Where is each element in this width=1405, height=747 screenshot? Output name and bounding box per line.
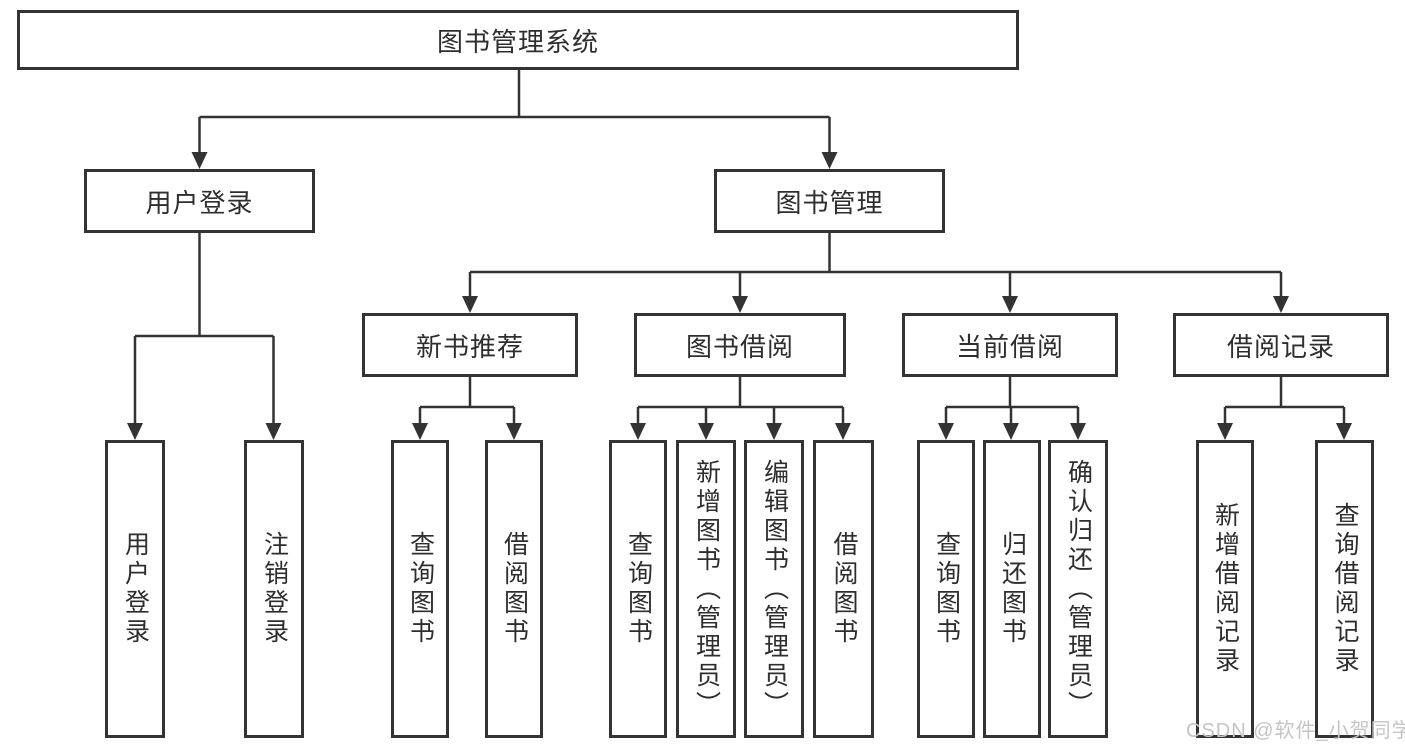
- arrowhead-icon: [1336, 423, 1352, 440]
- arrowhead-icon: [698, 423, 714, 440]
- node-book-borrowing: 图书借阅: [634, 313, 846, 377]
- arrowhead-icon: [506, 423, 522, 440]
- node-book-management: 图书管理: [714, 169, 945, 233]
- arrowhead-icon: [1217, 423, 1233, 440]
- arrowhead-icon: [265, 423, 282, 440]
- arrowhead-icon: [1003, 423, 1019, 440]
- node-label: 注销登录: [260, 531, 289, 647]
- leaf-borrowing-add-book-admin: 新增图书（管理员）: [676, 440, 736, 738]
- node-current-borrowing: 当前借阅: [902, 313, 1118, 377]
- leaf-borrowing-edit-book-admin: 编辑图书（管理员）: [744, 440, 804, 738]
- node-label: 确认归还（管理员）: [1064, 458, 1093, 720]
- leaf-current-return-book: 归还图书: [983, 440, 1041, 738]
- node-label: 查询图书: [932, 531, 961, 647]
- arrowhead-icon: [821, 152, 838, 169]
- node-label: 图书管理系统: [436, 26, 599, 57]
- connector-book-management: [468, 233, 1283, 299]
- leaf-newrec-query-book: 查询图书: [391, 440, 449, 738]
- arrowhead-icon: [1002, 296, 1018, 313]
- node-label: 查询图书: [406, 531, 435, 647]
- arrowhead-icon: [732, 296, 748, 313]
- arrowhead-icon: [1070, 423, 1086, 440]
- connector-book-borrowing: [636, 377, 845, 426]
- arrowhead-icon: [127, 423, 143, 440]
- arrowhead-icon: [938, 423, 954, 440]
- node-label: 图书借阅: [685, 331, 794, 362]
- connector-user-login: [133, 233, 275, 426]
- leaf-logout: 注销登录: [244, 440, 304, 738]
- node-label: 新增图书（管理员）: [692, 458, 721, 720]
- leaf-records-add-record: 新增借阅记录: [1196, 440, 1254, 738]
- node-library-management-system: 图书管理系统: [17, 10, 1019, 70]
- arrowhead-icon: [462, 296, 478, 313]
- node-label: 借阅图书: [830, 531, 858, 647]
- leaf-current-confirm-return-admin: 确认归还（管理员）: [1048, 440, 1108, 738]
- node-borrowing-records: 借阅记录: [1173, 313, 1389, 377]
- node-user-login: 用户登录: [84, 169, 315, 233]
- node-label: 归还图书: [998, 531, 1027, 647]
- leaf-borrowing-query-book: 查询图书: [609, 440, 667, 738]
- node-label: 借阅记录: [1226, 331, 1335, 362]
- connector-new-book-recommend: [418, 377, 516, 426]
- arrowhead-icon: [1273, 296, 1289, 313]
- leaf-user-login: 用户登录: [105, 440, 165, 738]
- node-label: 编辑图书（管理员）: [760, 458, 789, 720]
- node-label: 查询图书: [624, 531, 653, 647]
- leaf-current-query-book: 查询图书: [917, 440, 975, 738]
- node-new-book-recommend: 新书推荐: [362, 313, 578, 377]
- arrowhead-icon: [630, 423, 646, 440]
- node-label: 借阅图书: [500, 531, 529, 647]
- leaf-newrec-borrow-book: 借阅图书: [485, 440, 543, 738]
- leaf-borrowing-borrow-book: 借阅图书: [813, 440, 874, 738]
- node-label: 查询借阅记录: [1331, 502, 1359, 676]
- connector-root: [198, 70, 831, 155]
- arrowhead-icon: [766, 423, 782, 440]
- leaf-records-query-record: 查询借阅记录: [1315, 440, 1374, 738]
- connector-borrowing-records: [1223, 377, 1346, 426]
- arrowhead-icon: [835, 423, 851, 440]
- arrowhead-icon: [191, 152, 208, 169]
- node-label: 新书推荐: [415, 331, 524, 362]
- connector-current-borrowing: [944, 377, 1080, 426]
- node-label: 用户登录: [121, 531, 150, 647]
- node-label: 当前借阅: [955, 331, 1064, 362]
- node-label: 图书管理: [775, 187, 884, 218]
- arrowhead-icon: [412, 423, 428, 440]
- node-label: 用户登录: [145, 187, 254, 218]
- node-label: 新增借阅记录: [1211, 502, 1240, 676]
